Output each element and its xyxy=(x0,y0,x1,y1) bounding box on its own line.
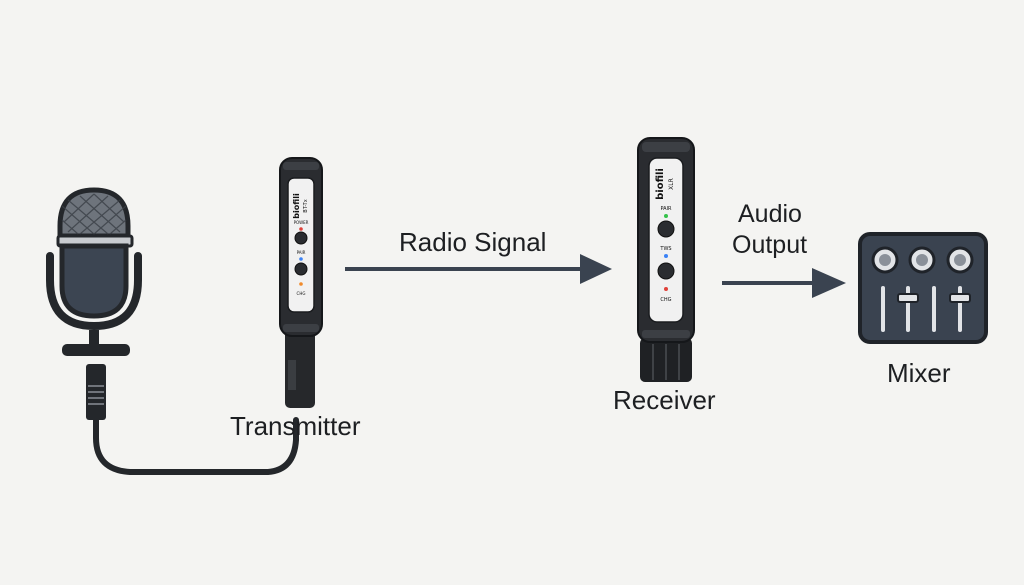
receiver-panel xyxy=(648,157,684,323)
transmitter-panel xyxy=(287,177,315,313)
transmitter-device: biofili BT-Tx POWER PAIR CHG xyxy=(279,157,323,408)
transmitter-btn-label-pair: PAIR xyxy=(297,250,306,255)
transmitter-power-button[interactable] xyxy=(294,231,308,245)
audio-output-label-line1: Audio xyxy=(738,200,802,228)
transmitter-brand: biofili xyxy=(292,193,301,219)
audio-output-arrow xyxy=(722,268,846,298)
mixer-icon xyxy=(858,232,988,344)
transmitter-chg-led xyxy=(299,282,303,286)
mic-stand-pole xyxy=(89,330,99,348)
radio-signal-label: Radio Signal xyxy=(399,227,547,257)
mic-cable xyxy=(93,417,299,475)
receiver-btn-label-pair: PAIR xyxy=(660,206,672,212)
mic-stand-base xyxy=(62,344,130,356)
receiver-chg-led xyxy=(664,287,668,291)
transmitter-power-led xyxy=(299,227,303,231)
mixer-label: Mixer xyxy=(887,358,951,388)
mixer-knobs xyxy=(871,246,974,274)
transmitter-btn-label-chg: CHG xyxy=(297,291,306,296)
receiver-pair-led xyxy=(664,214,668,218)
audio-output-label-line2: Output xyxy=(732,231,808,259)
radio-signal-arrow xyxy=(345,254,612,284)
receiver-label: Receiver xyxy=(613,385,716,415)
transmitter-label: Transmitter xyxy=(230,411,361,441)
receiver-tws-led xyxy=(664,254,668,258)
receiver-pair-button[interactable] xyxy=(657,220,675,238)
receiver-brand: biofili xyxy=(655,168,666,200)
receiver-device: biofili XLR PAIR TWS CHG xyxy=(637,137,695,382)
transmitter-pair-led xyxy=(299,257,303,261)
receiver-btn-label-tws: TWS xyxy=(659,246,671,252)
receiver-btn-label-chg: CHG xyxy=(660,297,671,303)
mic-body xyxy=(59,243,129,319)
transmitter-pair-button[interactable] xyxy=(294,262,308,276)
mic-yoke xyxy=(46,252,142,331)
transmitter-model: BT-Tx xyxy=(303,199,309,212)
receiver-tws-button[interactable] xyxy=(657,262,675,280)
microphone-icon xyxy=(46,187,299,475)
receiver-model: XLR xyxy=(668,178,675,190)
transmitter-btn-label-power: POWER xyxy=(294,220,309,225)
